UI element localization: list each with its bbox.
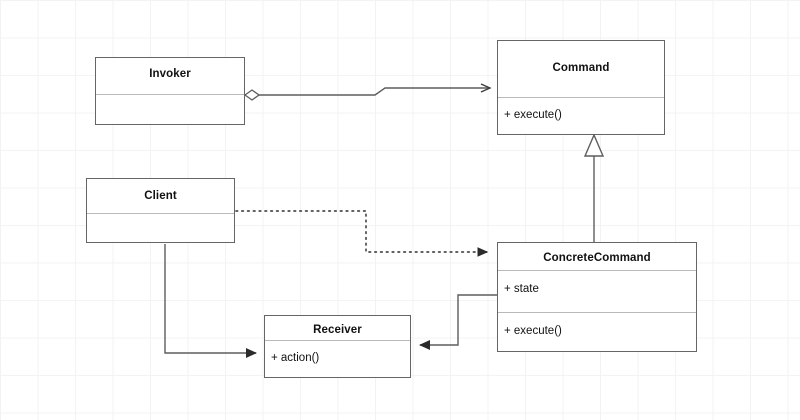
aggregation-diamond-icon (243, 89, 261, 101)
edge-concretecommand-receiver (420, 294, 497, 345)
generalization-triangle-icon (583, 133, 605, 157)
edge-client-receiver (164, 244, 256, 353)
class-method-action: + action() (271, 352, 320, 364)
class-name-client: Client (144, 190, 177, 202)
class-members-command: + execute() (498, 97, 664, 134)
class-method-execute: + execute() (504, 109, 562, 121)
edge-client-concretecommand (235, 210, 489, 257)
class-name-command: Command (552, 62, 610, 74)
class-box-receiver[interactable]: Receiver + action() (264, 315, 411, 378)
class-box-concretecommand[interactable]: ConcreteCommand + state + execute() (497, 242, 697, 352)
class-members-client (87, 213, 234, 242)
class-box-invoker[interactable]: Invoker (95, 57, 245, 125)
class-attribute-state: + state (504, 283, 539, 295)
class-methods-concretecommand: + execute() (498, 312, 696, 351)
class-members-receiver: + action() (265, 340, 410, 377)
class-name-concretecommand: ConcreteCommand (543, 252, 651, 264)
class-name-receiver: Receiver (313, 324, 362, 336)
class-box-client[interactable]: Client (86, 178, 235, 243)
class-attributes-concretecommand: + state (498, 270, 696, 312)
class-box-command[interactable]: Command + execute() (497, 40, 665, 135)
class-members-invoker (96, 94, 244, 124)
edge-invoker-command (243, 83, 492, 101)
class-method-execute: + execute() (504, 325, 562, 337)
class-name-invoker: Invoker (149, 68, 191, 80)
edge-concretecommand-command (583, 133, 605, 242)
